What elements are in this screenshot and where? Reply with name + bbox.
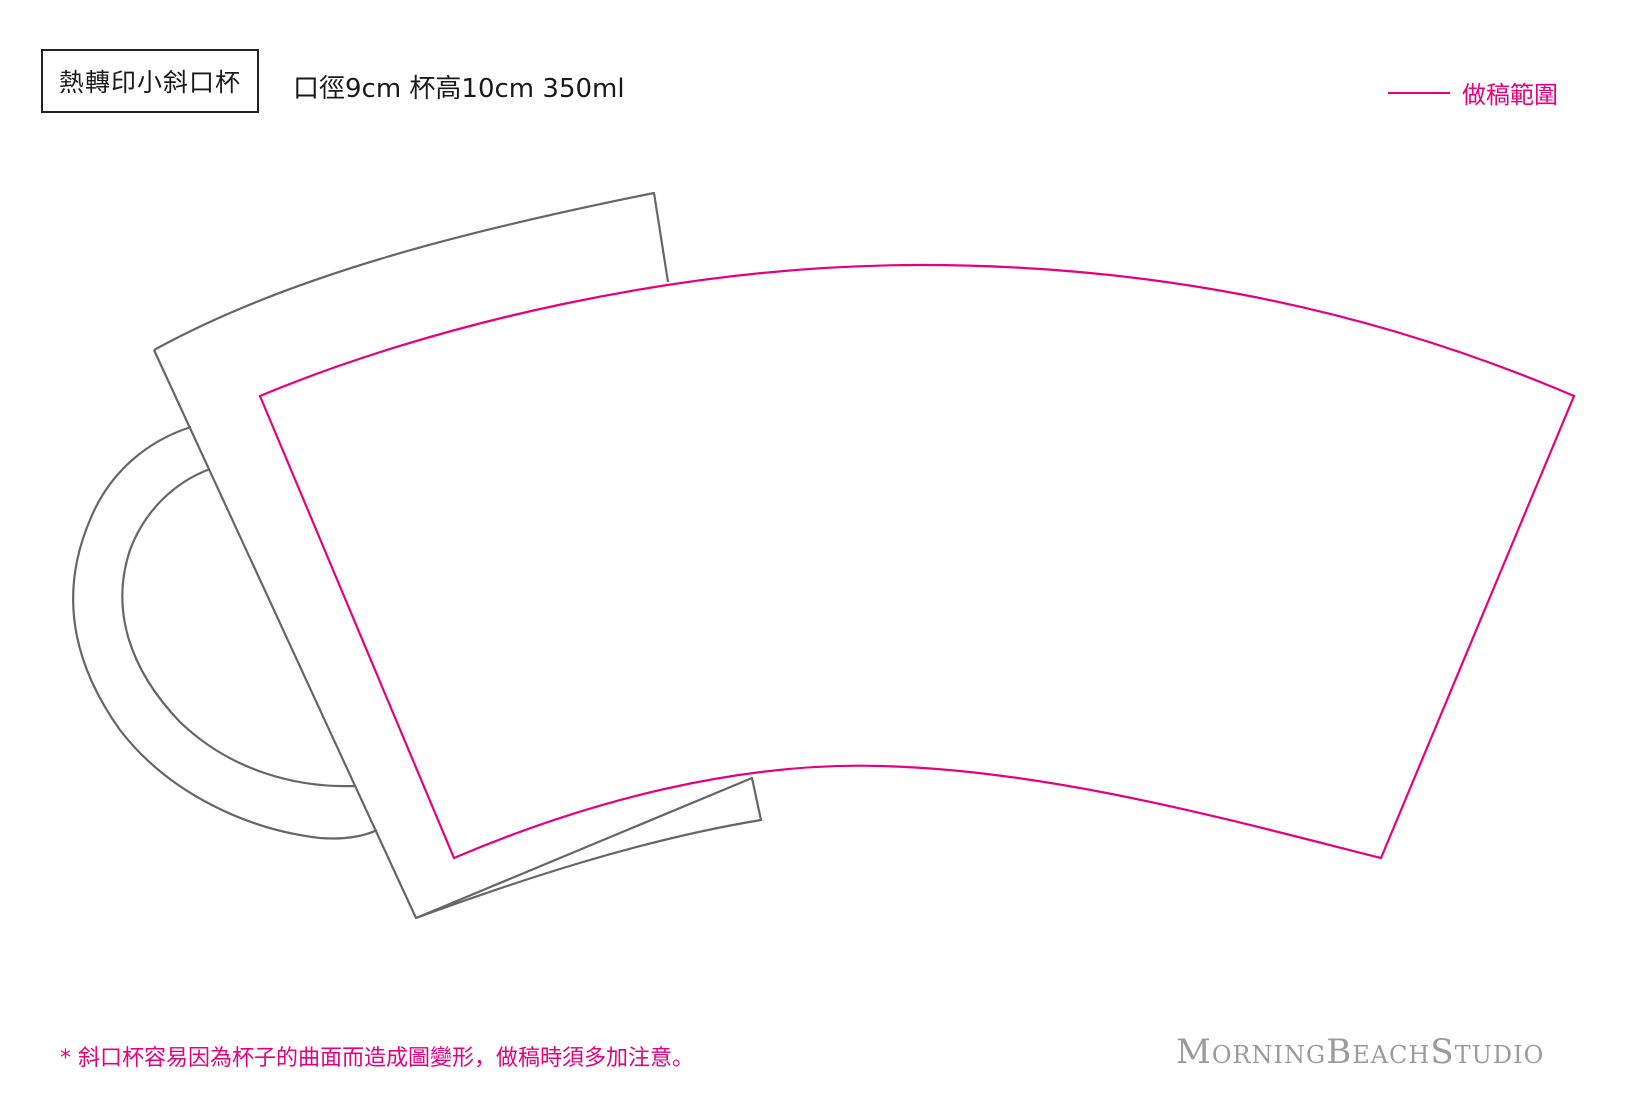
- mug-body-left-edge: [153, 349, 417, 919]
- print-area-outline: [258, 263, 1576, 860]
- legend-label: 做稿範圍: [1462, 81, 1558, 109]
- product-name: 熱轉印小斜口杯: [58, 68, 241, 97]
- product-name-box: 熱轉印小斜口杯: [41, 49, 259, 113]
- legend-line-swatch: [1388, 91, 1450, 94]
- mug-handle-outer: [72, 425, 378, 840]
- design-warning-note: * 斜口杯容易因為杯子的曲面而造成圖變形，做稿時須多加注意。: [60, 1046, 694, 1071]
- studio-logo-text: MorningBeachStudio: [1176, 1032, 1545, 1072]
- legend: 做稿範圍: [1388, 75, 1558, 110]
- mug-handle-inner: [121, 467, 356, 788]
- mug-body-outline: [153, 191, 763, 920]
- product-spec: 口徑9cm 杯高10cm 350ml: [293, 74, 625, 104]
